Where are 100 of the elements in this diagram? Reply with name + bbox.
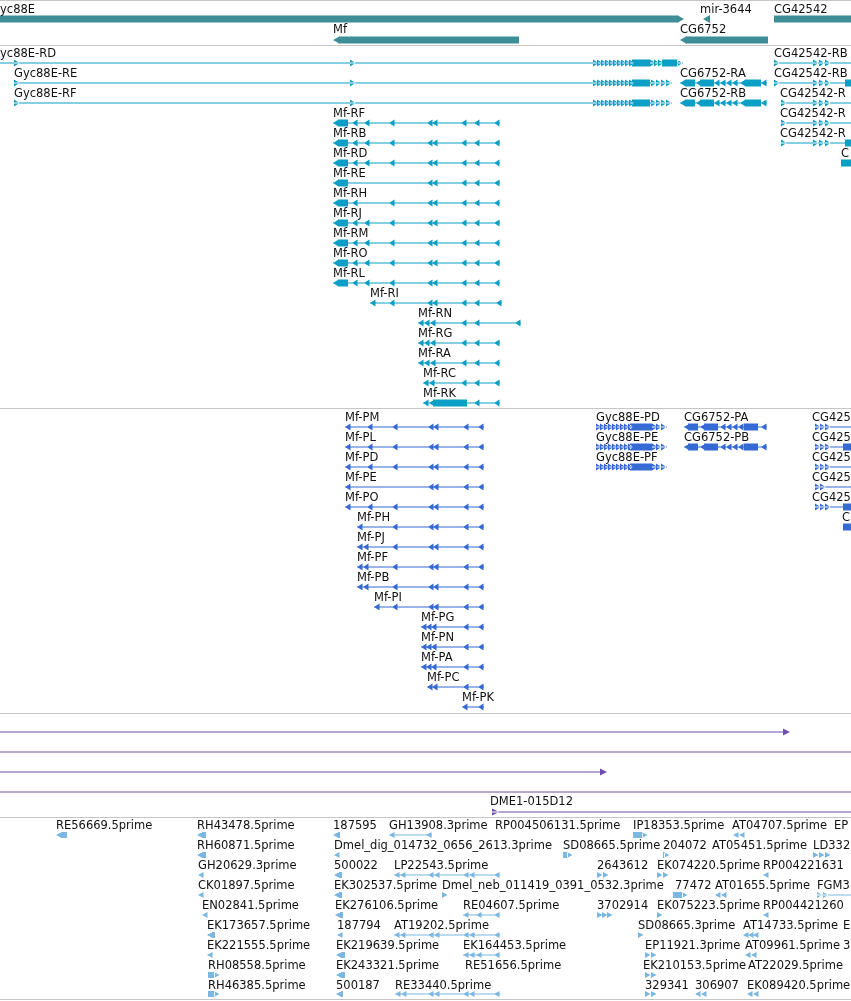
protein-label: CG6752-PB [684,431,750,443]
transcript-label: Mf-RD [333,147,368,159]
gene-label: mir-3644 [700,3,752,15]
est-label: RE33440.5prime [395,979,492,991]
est-label: EK089420.5prime [747,979,851,991]
transcript-label: Mf-RK [423,387,457,399]
est-label: 3 [843,939,851,951]
transcript-label: CG42542-R [780,127,846,139]
est-label: EK219639.5prime [336,939,440,951]
est-label: 500022 [334,859,378,871]
est-label: EK075223.5prime [657,899,761,911]
protein-label: Mf-PI [374,591,402,603]
est-label: EK221555.5prime [207,939,311,951]
transcript-label: Mf-RL [333,267,365,279]
est-label: SD08665.5prime [563,839,661,851]
transcript-label: Mf-RI [370,287,399,299]
protein-label: CG425 [812,411,851,423]
protein-label: Mf-PD [345,451,379,463]
est-label: 500187 [336,979,380,991]
est-label: CK01897.5prime [198,879,295,891]
protein-label: Mf-PG [421,611,455,623]
est-label: GH20629.3prime [198,859,297,871]
protein-label: Mf-PJ [357,531,385,543]
est-label: 187595 [333,819,377,831]
est-label: RE51656.5prime [465,959,562,971]
transcript-label: Gyc88E-RF [14,87,77,99]
est-label: 2643612 [597,859,649,871]
est-label: RP004221631 [763,859,844,871]
transcript-label: Mf-RH [333,187,368,199]
transcript-label: Mf-RC [423,367,456,379]
protein-label: CG425 [812,491,851,503]
est-label: RH60871.5prime [197,839,295,851]
transcript-label: Gyc88E-RE [14,67,78,79]
est-label: EK173657.5prime [207,919,311,931]
est-label: AT01655.5prime [715,879,811,891]
transcript-label: C [841,147,850,159]
est-label: AT09961.5prime [745,939,841,951]
transcript-label: CG6752-RB [680,87,747,99]
protein-label: CG6752-PA [684,411,749,423]
est-label: GH13908.3prime [389,819,488,831]
est-label: LD332 [813,839,851,851]
est-label: AT14733.5prime [743,919,839,931]
est-label: RP004421260 [763,899,844,911]
transcript-label: Mf-RM [333,227,369,239]
est-label: EP [834,819,849,831]
est-label: SD08665.3prime [638,919,736,931]
transcript-label: Mf-RN [418,307,453,319]
est-label: AT22029.5prime [748,959,844,971]
est-label: 306907 [695,979,739,991]
est-label: LP22543.5prime [394,859,489,871]
transcript-label: Mf-RO [333,247,368,259]
transcript-label: CG42542-RB [774,47,848,59]
gene-label: CG6752 [680,23,727,35]
protein-label: Mf-PO [345,491,379,503]
transcript-label: Mf-RF [333,107,366,119]
protein-label: Mf-PL [345,431,376,443]
protein-label: CG425 [812,451,851,463]
transcript-label: Mf-RG [418,327,453,339]
est-label: RH43478.5prime [197,819,295,831]
est-label: 187794 [337,919,381,931]
est-label: EK276106.5prime [335,899,439,911]
est-label: RE04607.5prime [463,899,560,911]
est-label: IP18353.5prime [633,819,725,831]
transcript-label: Mf-RA [418,347,451,359]
clone-label: DME1-015D12 [490,795,573,807]
est-label: FGM3 [817,879,850,891]
protein-label: Mf-PN [421,631,455,643]
protein-label: Mf-PM [345,411,380,423]
est-label: RH08558.5prime [208,959,306,971]
est-label: E [843,919,851,931]
est-label: EK302537.5prime [334,879,438,891]
est-label: EP11921.3prime [645,939,741,951]
est-label: AT04707.5prime [732,819,828,831]
est-label: RP004506131.5prime [495,819,621,831]
gene-label: yc88E [0,3,36,15]
protein-label: Mf-PK [462,691,494,703]
est-label: EK074220.5prime [657,859,761,871]
est-label: 3702914 [597,899,649,911]
protein-label: Mf-PH [357,511,391,523]
transcript-label: CG42542-RB [774,67,848,79]
est-label: 77472 [675,879,712,891]
est-label: AT05451.5prime [712,839,808,851]
transcript-label: CG42542-R [780,87,846,99]
est-label: EK164453.5prime [463,939,567,951]
transcript-label: yc88E-RD [0,47,57,59]
est-label: Dmel_neb_011419_0391_0532.3prime [442,879,664,891]
protein-label: Gyc88E-PD [596,411,660,423]
est-label: EK210153.5prime [643,959,747,971]
gene-label: CG42542 [774,3,828,15]
protein-label: C [842,511,851,523]
transcript-label: Mf-RJ [333,207,362,219]
est-label: Dmel_dig_014732_0656_2613.3prime [334,839,553,851]
protein-label: CG425 [812,471,851,483]
protein-label: Mf-PB [357,571,390,583]
transcript-label: CG42542-R [780,107,846,119]
protein-label: Gyc88E-PE [596,431,659,443]
protein-label: CG425 [812,431,851,443]
transcript-label: Mf-RB [333,127,367,139]
protein-label: Gyc88E-PF [596,451,658,463]
transcript-label: CG6752-RA [680,67,746,79]
